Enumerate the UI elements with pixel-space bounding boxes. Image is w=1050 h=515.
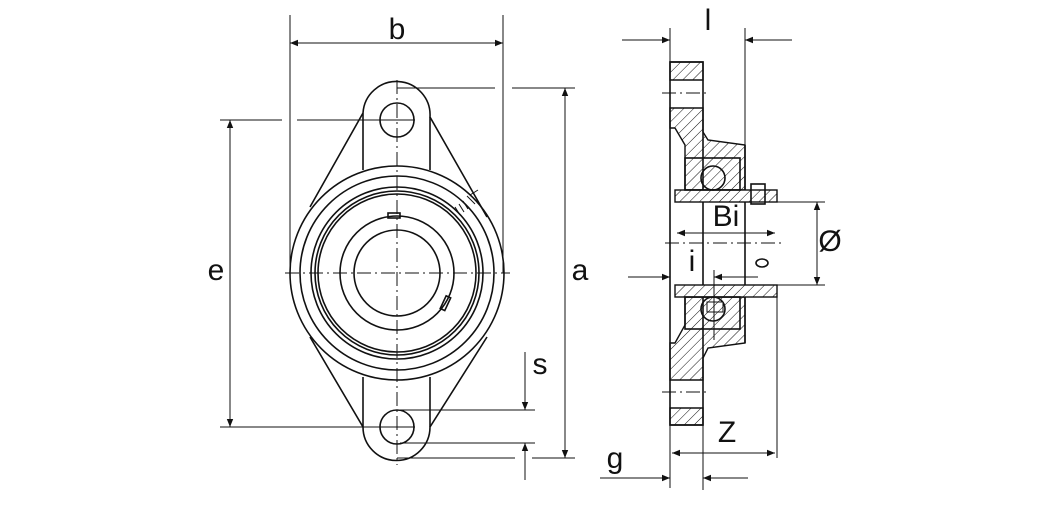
front-view: b e a s (208, 13, 589, 480)
flange-outline (309, 80, 488, 462)
ball-top (700, 165, 726, 191)
label-diameter: Ø (818, 225, 841, 258)
inner-ring-bottom (674, 284, 778, 298)
label-b: b (389, 13, 406, 46)
label-e: e (208, 254, 225, 287)
side-view: l Bi i Ø Z g (600, 4, 842, 490)
label-z: Z (718, 416, 736, 449)
label-a: a (572, 254, 589, 287)
label-l: l (705, 4, 712, 37)
label-s: s (533, 348, 548, 381)
ball-bottom (700, 296, 726, 322)
label-bi: Bi (713, 200, 740, 233)
label-i: i (689, 245, 696, 278)
label-g: g (607, 442, 624, 475)
